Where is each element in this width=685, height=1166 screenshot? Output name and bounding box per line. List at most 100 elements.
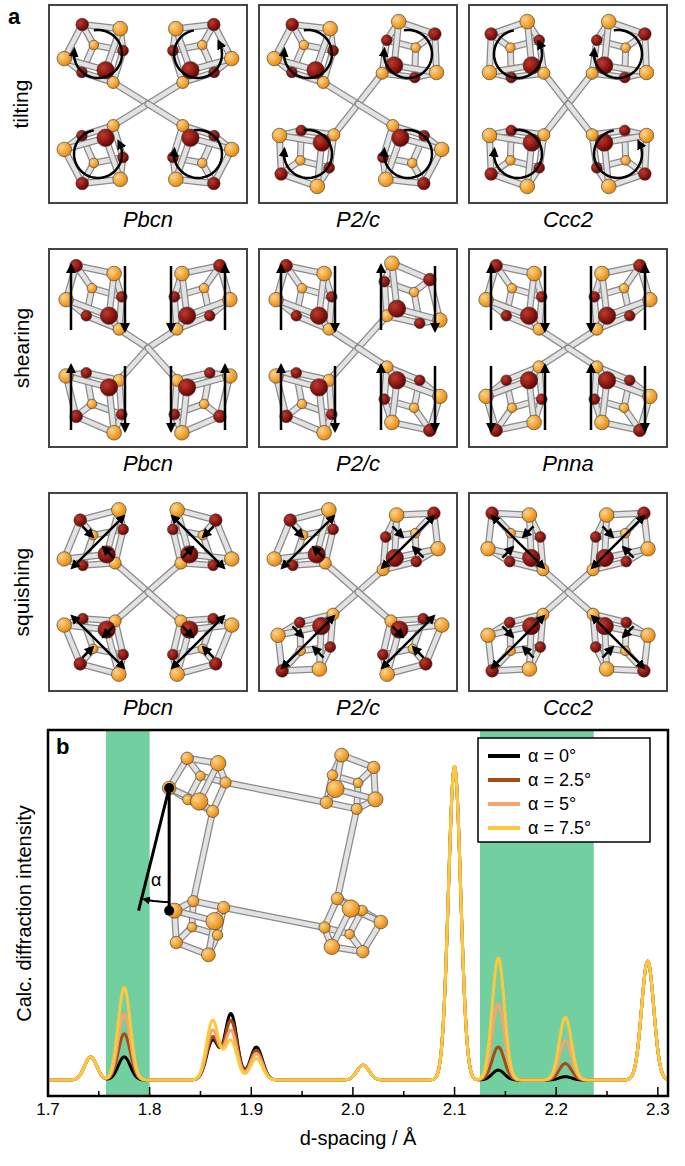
motion-arrow — [283, 617, 334, 668]
motion-arrow — [73, 617, 124, 668]
row-label: squishing — [10, 548, 34, 637]
squeeze-arrow — [104, 548, 114, 558]
cluster — [589, 259, 657, 335]
atom — [204, 310, 215, 321]
cluster — [57, 502, 129, 570]
cluster — [377, 507, 445, 576]
angle-arc — [144, 899, 169, 902]
atom — [188, 895, 199, 906]
motion-arrow — [281, 366, 335, 430]
atom — [342, 900, 359, 917]
atom — [485, 28, 498, 41]
atom — [599, 662, 614, 677]
structure-panel: Ccc2 — [468, 4, 668, 204]
squeeze-arrow — [392, 526, 402, 536]
atom — [225, 552, 240, 567]
atom — [414, 375, 425, 386]
squeeze-arrow — [82, 648, 92, 658]
atom — [595, 415, 610, 430]
framework-illustration — [59, 259, 237, 440]
space-group-label: Ccc2 — [470, 207, 666, 232]
atom — [100, 307, 117, 324]
atom — [641, 541, 656, 556]
motion-arrow — [594, 30, 642, 78]
atom — [501, 375, 512, 386]
atom — [207, 177, 220, 190]
tick-label: 2.2 — [544, 1100, 568, 1120]
atom — [320, 796, 332, 808]
space-group-label: Pbcn — [50, 207, 246, 232]
atom — [170, 667, 185, 682]
motion-arrow — [591, 266, 645, 330]
atom — [212, 930, 222, 940]
cluster — [169, 259, 237, 335]
cluster — [271, 608, 339, 677]
shear-arrow — [644, 266, 647, 330]
atom — [380, 667, 395, 682]
atom — [328, 524, 339, 535]
atom — [590, 532, 601, 543]
atom — [595, 266, 610, 281]
atom — [523, 617, 540, 634]
atom — [170, 502, 185, 517]
axis-tick — [454, 1087, 456, 1096]
atom — [81, 367, 92, 378]
cluster — [272, 125, 340, 194]
atom — [181, 621, 198, 638]
squeeze-arrow — [414, 648, 424, 658]
motion-arrow — [383, 517, 434, 568]
squeeze-arrow — [292, 626, 302, 636]
cluster — [589, 361, 657, 437]
atom — [596, 617, 613, 634]
framework-illustration — [481, 507, 656, 677]
motion-arrow — [384, 30, 432, 78]
structure-panel: P2/c — [258, 492, 458, 692]
atom — [619, 403, 629, 413]
bond-outline — [193, 811, 212, 901]
atom — [291, 310, 302, 321]
atom — [535, 532, 546, 543]
structure-panel: Pbcn — [48, 248, 248, 448]
squeeze-arrow — [602, 648, 612, 658]
cluster — [59, 259, 127, 335]
atom — [76, 18, 89, 31]
atom — [297, 283, 307, 293]
atom — [386, 549, 403, 566]
rotation-arrow — [384, 130, 432, 178]
atom — [209, 658, 222, 671]
space-group-label: Pbcn — [50, 451, 246, 476]
panel-b-art — [38, 730, 685, 1096]
atom — [411, 43, 421, 53]
cluster — [377, 613, 449, 681]
atom — [327, 780, 344, 797]
space-group-label: Pnna — [470, 451, 666, 476]
motion-arrow — [174, 30, 222, 78]
atom — [507, 283, 517, 293]
atom — [481, 541, 496, 556]
atom — [284, 514, 297, 527]
angle-dot — [164, 906, 174, 916]
shear-arrow — [490, 266, 493, 330]
atom — [178, 307, 195, 324]
atom — [206, 912, 223, 929]
atom — [624, 310, 635, 321]
tick-label: 2.3 — [646, 1100, 670, 1120]
motion-arrow — [173, 517, 224, 568]
atom — [111, 502, 126, 517]
atom — [409, 287, 419, 297]
atom — [207, 18, 220, 31]
legend — [478, 738, 650, 842]
bond — [193, 811, 212, 901]
atom — [368, 761, 380, 773]
space-group-label: P2/c — [260, 451, 456, 476]
cluster — [267, 502, 339, 570]
atom — [345, 929, 355, 939]
atom — [520, 372, 537, 389]
squeeze-arrow — [104, 626, 114, 636]
atom — [598, 307, 615, 324]
atom — [481, 628, 496, 643]
squeeze-arrow — [602, 526, 612, 536]
cluster — [482, 125, 550, 194]
atom — [209, 514, 222, 527]
atom — [312, 662, 327, 677]
